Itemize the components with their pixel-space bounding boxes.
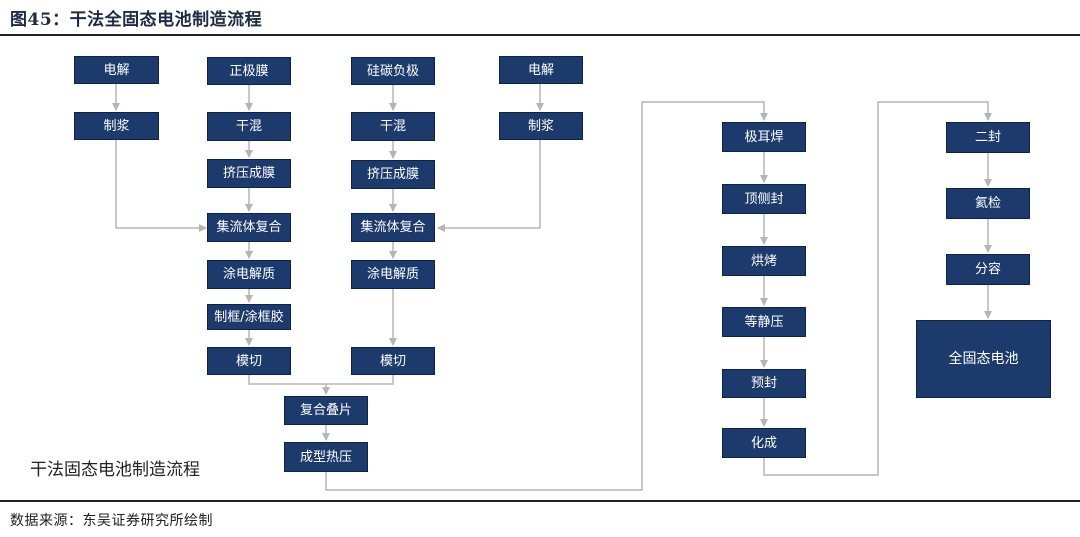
bottom-rule [0, 500, 1080, 502]
step-second-seal: 二封 [946, 122, 1030, 153]
step-tab-weld: 极耳焊 [722, 122, 806, 152]
step-c2-frame-glue: 制框/涂框胶 [207, 304, 291, 330]
step-c3-coat-electrolyte: 涂电解质 [351, 260, 435, 289]
step-c3-collector-composite: 集流体复合 [351, 213, 435, 242]
step-c1-slurry: 制浆 [74, 112, 159, 140]
step-formation: 化成 [722, 428, 806, 458]
step-hot-press: 成型热压 [284, 442, 368, 472]
step-c1-electrolysis: 电解 [74, 56, 159, 84]
step-capacity-grading: 分容 [946, 254, 1030, 285]
step-c3-die-cut: 模切 [351, 347, 435, 375]
step-c4-slurry: 制浆 [499, 112, 583, 140]
step-c2-cathode-film: 正极膜 [207, 57, 291, 85]
step-c3-si-c-anode: 硅碳负极 [351, 57, 435, 85]
step-c2-dry-mix: 干混 [207, 112, 291, 141]
step-solid-state-battery: 全固态电池 [916, 320, 1051, 398]
step-c3-dry-mix: 干混 [351, 112, 435, 141]
figure-title: 图45：干法全固态电池制造流程 [10, 10, 263, 30]
source-note: 数据来源：东吴证券研究所绘制 [10, 513, 213, 529]
step-c2-extrude-film: 挤压成膜 [207, 159, 291, 188]
diagram-caption: 干法固态电池制造流程 [30, 460, 200, 480]
step-c3-extrude-film: 挤压成膜 [351, 160, 435, 189]
step-c2-coat-electrolyte: 涂电解质 [207, 260, 291, 289]
step-bake: 烘烤 [722, 246, 806, 276]
step-c2-die-cut: 模切 [207, 347, 291, 375]
top-rule [0, 34, 1080, 36]
step-composite-stack: 复合叠片 [284, 396, 368, 425]
step-top-side-seal: 顶侧封 [722, 184, 806, 214]
step-c4-electrolysis: 电解 [499, 56, 583, 84]
step-isostatic-press: 等静压 [722, 307, 806, 337]
step-c2-collector-composite: 集流体复合 [207, 213, 291, 242]
step-helium-check: 氦检 [946, 188, 1030, 219]
step-pre-seal: 预封 [722, 369, 806, 398]
